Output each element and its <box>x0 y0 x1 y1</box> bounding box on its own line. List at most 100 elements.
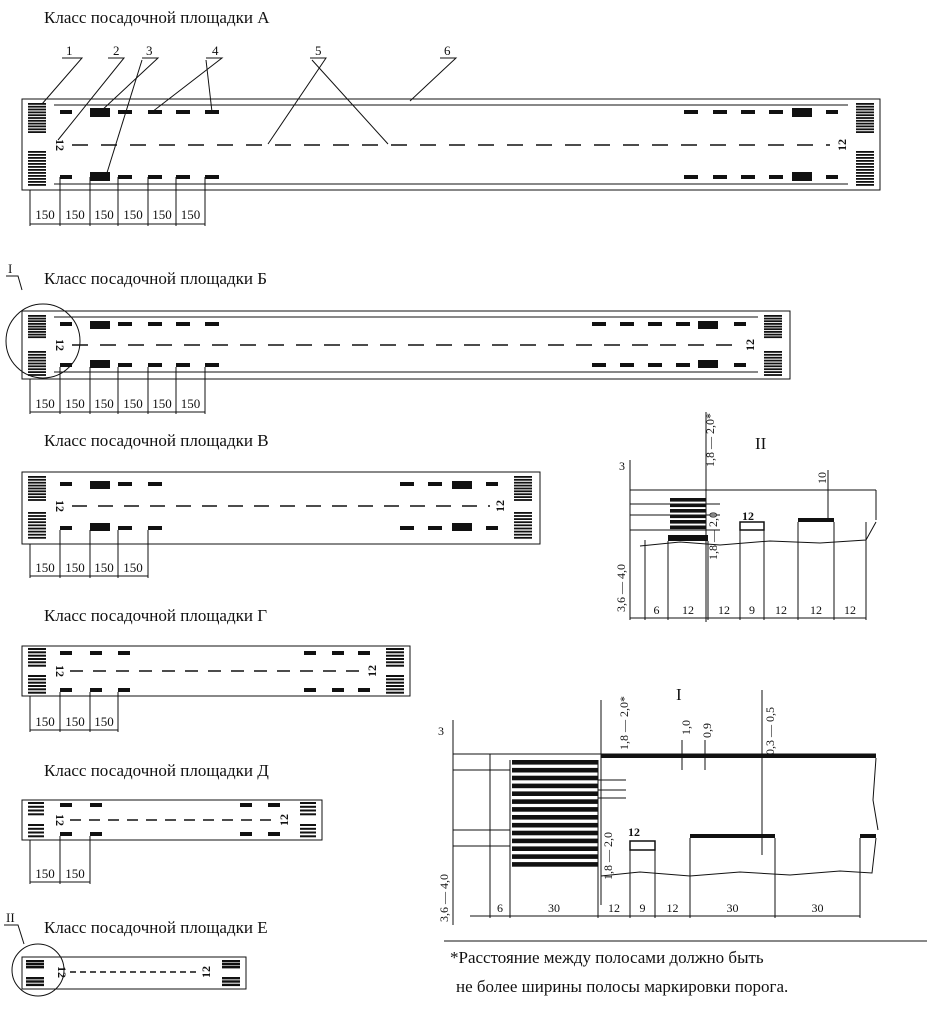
threshold-bar <box>28 512 46 514</box>
threshold-bar <box>28 651 46 654</box>
threshold-bar <box>856 119 874 122</box>
class-a-outline <box>21 98 881 191</box>
threshold-bar <box>856 105 874 108</box>
callout-3: 3 <box>146 43 153 58</box>
threshold-bar <box>28 661 46 664</box>
threshold-bar <box>28 323 46 325</box>
threshold-bar <box>28 831 44 834</box>
class-d-edge-marks <box>60 803 280 836</box>
class-v-threshold-left <box>28 476 46 539</box>
threshold-bar <box>222 960 240 963</box>
threshold-bar <box>28 317 46 320</box>
threshold-bar <box>28 154 46 156</box>
threshold-bar <box>856 178 874 180</box>
threshold-bar <box>764 317 782 320</box>
threshold-bar <box>28 533 46 536</box>
threshold-bar <box>764 320 782 323</box>
threshold-bar <box>28 527 46 530</box>
class-e-threshold-left <box>26 960 44 987</box>
threshold-bar <box>512 822 598 828</box>
threshold-bar <box>300 827 316 830</box>
detail-I-gap-dim-lower: 1,8 — 2,0 <box>601 832 615 880</box>
title-class-b: Класс посадочной площадки Б <box>44 269 267 288</box>
threshold-bar <box>26 980 44 983</box>
threshold-bar <box>856 114 874 117</box>
threshold-bar <box>764 353 782 356</box>
class-e-outline <box>21 956 247 990</box>
threshold-bar <box>386 651 404 654</box>
threshold-bar <box>856 166 874 168</box>
threshold-bar <box>512 862 598 867</box>
threshold-bar <box>28 365 46 368</box>
threshold-bar <box>28 809 44 812</box>
spacing-label: 150 <box>152 396 172 411</box>
threshold-bar <box>28 802 44 804</box>
spacing-label: 150 <box>35 396 55 411</box>
threshold-bar <box>670 498 706 502</box>
class-e-threshold-right <box>222 960 240 987</box>
threshold-bar <box>512 830 598 836</box>
spacing-label: 150 <box>35 866 55 881</box>
threshold-bar <box>28 493 46 496</box>
class-a-threshold-left <box>28 103 46 186</box>
spacing-label: 150 <box>94 714 114 729</box>
threshold-bar <box>28 675 46 677</box>
dimension-label: 12 <box>608 901 620 915</box>
threshold-bar <box>28 478 46 481</box>
threshold-bar <box>512 807 598 812</box>
threshold-bar <box>28 691 46 694</box>
title-class-e: Класс посадочной площадки Е <box>44 918 268 937</box>
threshold-bar <box>514 527 532 530</box>
spacing-label: 150 <box>181 207 201 222</box>
dimension-label: 30 <box>548 901 560 915</box>
threshold-bar <box>28 518 46 520</box>
threshold-bar <box>28 333 46 336</box>
threshold-bar <box>764 368 782 371</box>
threshold-bar <box>300 831 316 834</box>
class-b-edge-marks <box>60 321 746 368</box>
threshold-bar <box>28 105 46 108</box>
threshold-bar <box>26 983 44 987</box>
title-class-g: Класс посадочной площадки Г <box>44 606 267 625</box>
callout-2: 2 <box>113 43 120 58</box>
title-class-a: Класс посадочной площадки А <box>44 8 270 27</box>
class-e-number-right: 12 <box>199 966 213 978</box>
threshold-bar <box>28 362 46 365</box>
callout-1: 1 <box>66 43 73 58</box>
threshold-bar <box>764 336 782 339</box>
threshold-bar <box>28 496 46 498</box>
class-v-edge-marks <box>60 481 498 531</box>
threshold-bar <box>386 678 404 681</box>
threshold-bar <box>28 331 46 333</box>
threshold-bar <box>28 484 46 487</box>
callout-numbers: 1 2 3 4 5 6 <box>66 43 451 58</box>
threshold-bar <box>28 515 46 517</box>
threshold-bar <box>514 490 532 493</box>
threshold-bar <box>222 980 240 983</box>
threshold-bar <box>856 184 874 186</box>
detail-II-title: II <box>755 434 767 453</box>
dimension-label: 6 <box>654 603 660 617</box>
threshold-bar <box>856 122 874 125</box>
class-b-dimension-lines <box>29 367 206 414</box>
threshold-bar <box>222 966 240 969</box>
threshold-bar <box>28 111 46 114</box>
site-class-e: 12 12 <box>21 956 247 990</box>
threshold-bar <box>764 351 782 353</box>
threshold-bar <box>28 805 44 808</box>
threshold-bar <box>28 184 46 186</box>
detail-II-gap-dim-lower: 1,8 — 2,0 <box>706 512 720 560</box>
threshold-bar <box>28 824 44 826</box>
class-g-threshold-left <box>28 648 46 694</box>
class-v-dimension-lines <box>29 530 149 578</box>
class-b-threshold-left <box>28 315 46 376</box>
threshold-bar <box>386 658 404 660</box>
threshold-bar <box>28 181 46 183</box>
threshold-bar <box>386 654 404 657</box>
threshold-bar <box>856 160 874 162</box>
threshold-bar <box>28 530 46 533</box>
threshold-bar <box>514 515 532 517</box>
class-g-edge-marks <box>60 651 370 692</box>
